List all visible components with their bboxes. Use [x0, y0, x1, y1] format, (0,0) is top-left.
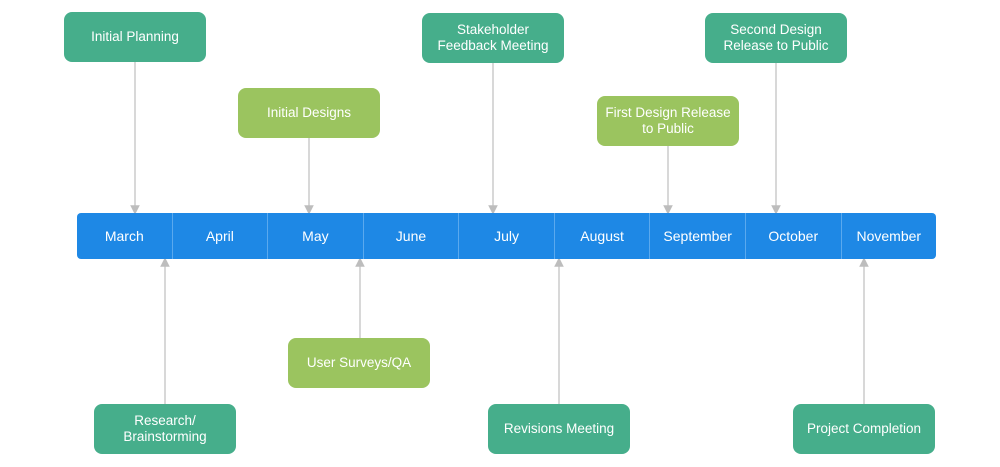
month-august: August	[555, 213, 651, 259]
event-project-completion: Project Completion	[793, 404, 935, 454]
event-user-surveys-qa: User Surveys/QA	[288, 338, 430, 388]
month-april: April	[173, 213, 269, 259]
event-revisions-meeting: Revisions Meeting	[488, 404, 630, 454]
month-july: July	[459, 213, 555, 259]
event-first-design-release: First Design Release to Public	[597, 96, 739, 146]
month-november: November	[856, 228, 922, 244]
month-october: October	[746, 213, 842, 259]
month-may: May	[268, 213, 364, 259]
event-research-brainstorming: Research/ Brainstorming	[94, 404, 236, 454]
event-stakeholder-feedback-meeting: Stakeholder Feedback Meeting	[422, 13, 564, 63]
month-june: June	[364, 213, 460, 259]
event-initial-planning: Initial Planning	[64, 12, 206, 62]
event-initial-designs: Initial Designs	[238, 88, 380, 138]
month-september: September	[650, 213, 746, 259]
month-timeline-bar: March April May June July August Septemb…	[77, 213, 936, 259]
event-second-design-release: Second Design Release to Public	[705, 13, 847, 63]
month-march: March	[77, 213, 173, 259]
